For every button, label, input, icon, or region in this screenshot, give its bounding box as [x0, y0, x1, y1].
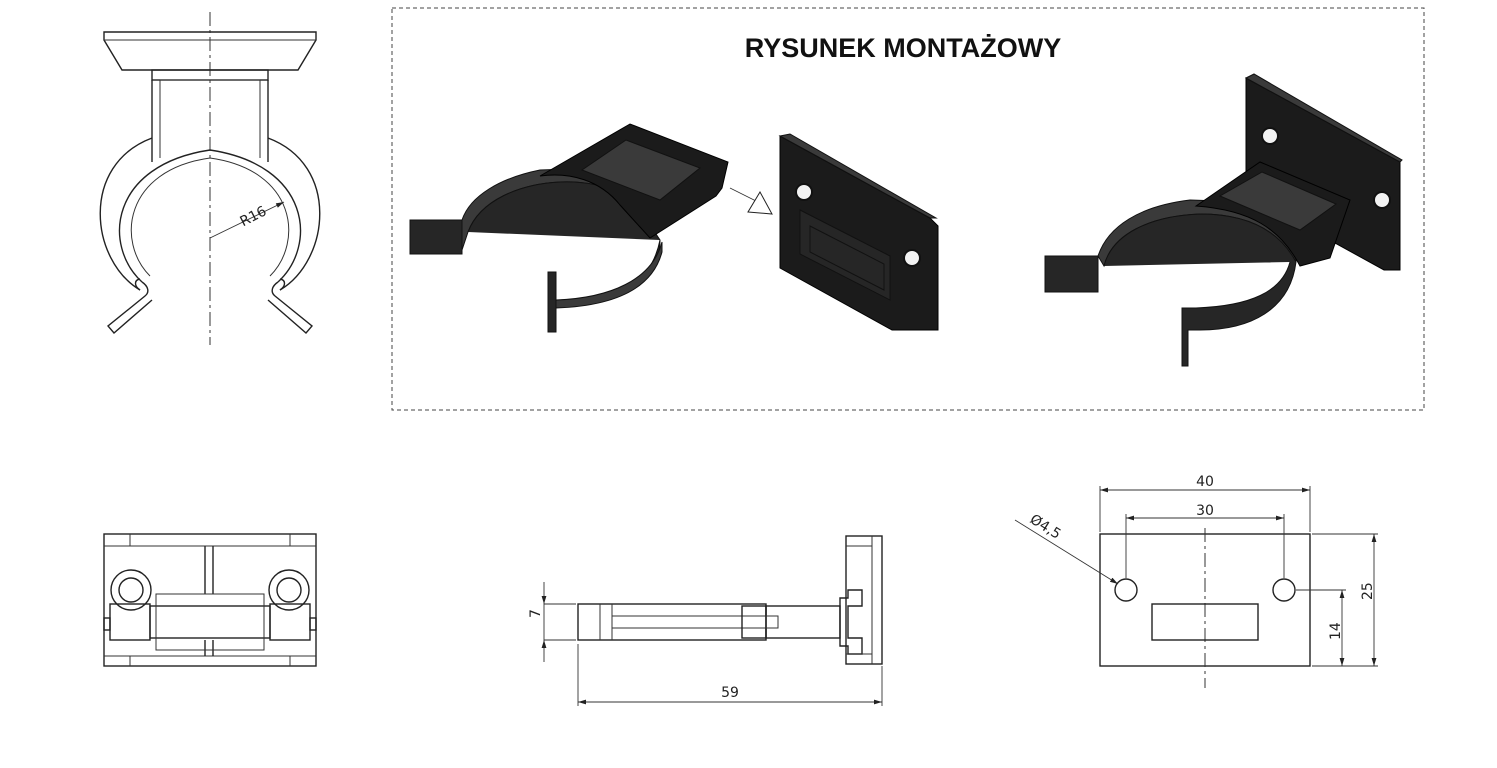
- radius-label: R16: [237, 203, 269, 230]
- dim-diameter: Ø4,5: [1027, 512, 1064, 543]
- assembly-arrow: [729, 187, 773, 215]
- top-view: [103, 533, 317, 667]
- dim-7: 7: [528, 609, 544, 618]
- assembled-part-iso: [1044, 73, 1403, 367]
- side-view: 7 59: [528, 535, 883, 706]
- clip-part-iso: [409, 123, 729, 333]
- dim-25: 25: [1360, 582, 1376, 600]
- front-view: R16: [99, 12, 321, 345]
- assembly-panel: RYSUNEK MONTAŻOWY: [391, 7, 1425, 411]
- panel-title: RYSUNEK MONTAŻOWY: [745, 33, 1062, 63]
- plate-view: 40 30 Ø4,5 25 14: [1014, 474, 1378, 688]
- dim-59: 59: [721, 685, 739, 701]
- mount-plate-iso: [778, 133, 939, 331]
- dim-14: 14: [1328, 622, 1344, 640]
- dim-40: 40: [1196, 474, 1214, 490]
- dim-30: 30: [1196, 503, 1214, 519]
